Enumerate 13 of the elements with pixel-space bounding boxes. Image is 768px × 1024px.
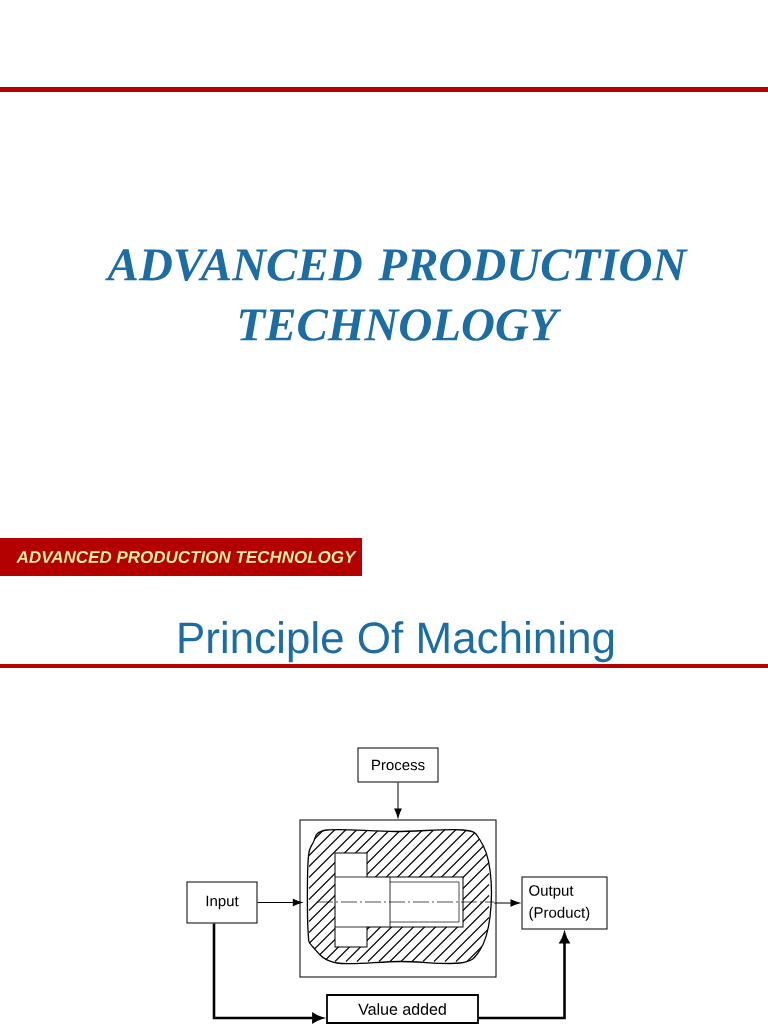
slide-title: ADVANCED PRODUCTION TECHNOLOGY (105, 249, 688, 341)
machine-frame (299, 819, 497, 978)
text-box: Value added (326, 994, 479, 1024)
arrow (212, 923, 323, 1023)
workpiece-drawing (306, 828, 495, 965)
text-box: Output (Product) (521, 876, 608, 930)
arrow (493, 899, 520, 907)
slide-heading: Principle Of Machining (179, 621, 614, 663)
header-banner: ADVANCED PRODUCTION TECHNOLOGY (0, 538, 362, 576)
text-box: Input (186, 881, 258, 924)
arrow (394, 782, 402, 818)
text-box: Process (357, 747, 439, 783)
arrow (257, 898, 303, 907)
